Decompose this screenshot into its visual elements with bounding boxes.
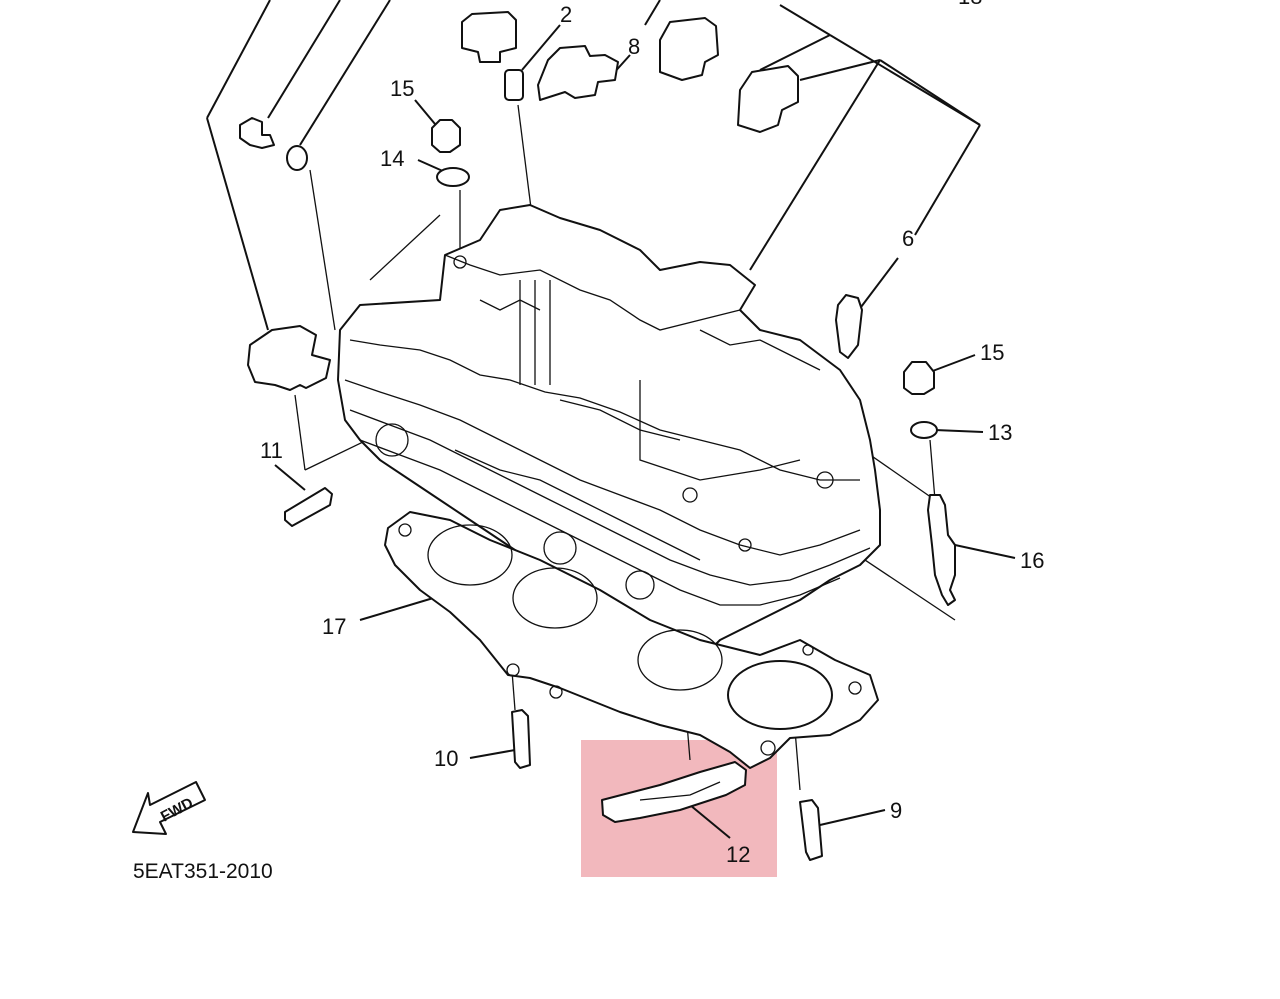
callout-6: 6: [902, 226, 914, 251]
right-parts: [835, 294, 956, 606]
callout-13: 13: [988, 420, 1012, 445]
callout-8: 8: [628, 34, 640, 59]
head-gasket: [384, 511, 879, 769]
callout-12: 12: [726, 842, 750, 867]
callout-2: 2: [560, 2, 572, 27]
callout-15-top: 15: [390, 76, 414, 101]
cam-caps-top: [461, 11, 799, 133]
cylinder-head: [337, 204, 881, 661]
callout-18: 18: [958, 0, 982, 9]
callout-16: 16: [1020, 548, 1044, 573]
callout-9: 9: [890, 798, 902, 823]
callout-labels: 2 8 18 15 14 6 15 13 11 16 17 10 9 12: [260, 0, 1044, 867]
studs: [511, 709, 823, 861]
diagram-code: 5EAT351-2010: [133, 860, 273, 883]
part-12-plate: [601, 761, 747, 823]
bolts-left: [239, 117, 470, 187]
callout-15-right: 15: [980, 340, 1004, 365]
left-parts: [247, 325, 333, 527]
fwd-arrow-icon: FWD: [132, 781, 206, 835]
callout-11: 11: [260, 438, 283, 463]
leader-lines: [206, 0, 1016, 839]
callout-10: 10: [434, 746, 458, 771]
callout-17: 17: [322, 614, 346, 639]
callout-14: 14: [380, 146, 404, 171]
